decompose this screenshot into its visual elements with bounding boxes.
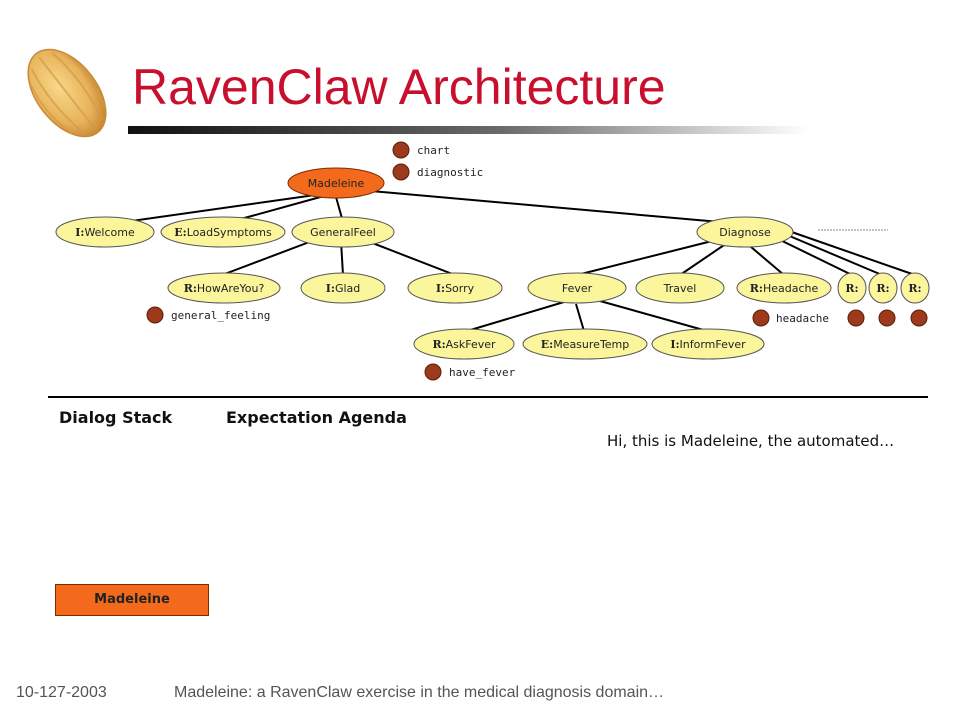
node-r2[interactable]: R: xyxy=(868,272,898,304)
concept-diagnostic-label: diagnostic xyxy=(417,166,483,179)
node-askfever-prefix: R: xyxy=(432,338,445,351)
node-welcome-prefix: I: xyxy=(75,226,84,239)
node-measuretemp-label: MeasureTemp xyxy=(553,338,629,351)
node-measuretemp[interactable]: E:MeasureTemp xyxy=(522,328,648,360)
node-welcome[interactable]: I:Welcome xyxy=(55,216,155,248)
svg-text:R:HowAreYou?: R:HowAreYou? xyxy=(184,282,265,295)
svg-text:I:InformFever: I:InformFever xyxy=(670,338,746,351)
node-madeleine[interactable]: Madeleine xyxy=(287,167,385,199)
concept-headache: headache xyxy=(752,309,829,327)
concept-general-feeling: general_feeling xyxy=(146,306,270,324)
node-r1-prefix: R: xyxy=(845,282,858,295)
node-madeleine-label: Madeleine xyxy=(308,177,365,190)
system-utterance: Hi, this is Madeleine, the automated… xyxy=(607,432,895,450)
node-generalfeel-label: GeneralFeel xyxy=(310,226,376,239)
node-loadsymptoms-prefix: E: xyxy=(174,226,186,239)
node-sorry[interactable]: I:Sorry xyxy=(407,272,503,304)
svg-text:R:: R: xyxy=(908,282,921,295)
svg-text:E:LoadSymptoms: E:LoadSymptoms xyxy=(174,226,272,239)
node-informfever-prefix: I: xyxy=(670,338,679,351)
node-measuretemp-prefix: E: xyxy=(541,338,553,351)
concept-have-fever: have_fever xyxy=(424,363,516,381)
concept-r3 xyxy=(910,309,928,327)
concept-headache-label: headache xyxy=(776,312,829,325)
svg-text:R:Headache: R:Headache xyxy=(750,282,819,295)
title-underline xyxy=(128,126,808,134)
node-headache[interactable]: R:Headache xyxy=(736,272,832,304)
node-diagnose[interactable]: Diagnose xyxy=(696,216,794,248)
node-loadsymptoms-label: LoadSymptoms xyxy=(187,226,272,239)
svg-text:R:AskFever: R:AskFever xyxy=(432,338,496,351)
svg-text:R:: R: xyxy=(845,282,858,295)
svg-text:I:Glad: I:Glad xyxy=(326,282,361,295)
node-askfever[interactable]: R:AskFever xyxy=(413,328,515,360)
node-r1[interactable]: R: xyxy=(837,272,867,304)
concept-r1 xyxy=(847,309,865,327)
node-generalfeel[interactable]: GeneralFeel xyxy=(291,216,395,248)
concept-r2 xyxy=(878,309,896,327)
expectation-agenda-heading: Expectation Agenda xyxy=(226,408,407,427)
slide-title: RavenClaw Architecture xyxy=(132,59,666,115)
concept-general-feeling-label: general_feeling xyxy=(171,309,270,322)
dialog-stack-heading: Dialog Stack xyxy=(59,408,173,427)
node-loadsymptoms[interactable]: E:LoadSymptoms xyxy=(160,216,286,248)
node-r3-prefix: R: xyxy=(908,282,921,295)
concept-diagnostic: diagnostic xyxy=(392,163,483,181)
node-travel-label: Travel xyxy=(663,282,697,295)
tree-edges xyxy=(123,189,916,332)
concept-chart: chart xyxy=(392,141,450,159)
svg-text:R:: R: xyxy=(876,282,889,295)
node-fever[interactable]: Fever xyxy=(527,272,627,304)
svg-text:E:MeasureTemp: E:MeasureTemp xyxy=(541,338,630,351)
node-glad[interactable]: I:Glad xyxy=(300,272,386,304)
concept-have-fever-label: have_fever xyxy=(449,366,516,379)
node-headache-label: Headache xyxy=(763,282,819,295)
node-r2-prefix: R: xyxy=(876,282,889,295)
node-r3[interactable]: R: xyxy=(900,272,930,304)
section-divider xyxy=(48,396,928,398)
node-headache-prefix: R: xyxy=(750,282,763,295)
node-howareyou-label: HowAreYou? xyxy=(197,282,265,295)
node-howareyou[interactable]: R:HowAreYou? xyxy=(167,272,281,304)
node-fever-label: Fever xyxy=(562,282,593,295)
node-travel[interactable]: Travel xyxy=(635,272,725,304)
dialog-stack-item-madeleine[interactable]: Madeleine xyxy=(55,584,209,616)
footer-date: 10-127-2003 xyxy=(16,684,107,701)
footer-text: Madeleine: a RavenClaw exercise in the m… xyxy=(174,684,665,701)
node-sorry-label: Sorry xyxy=(445,282,475,295)
node-informfever-label: InformFever xyxy=(680,338,747,351)
madeleine-cookie-icon xyxy=(27,48,107,138)
node-welcome-label: Welcome xyxy=(84,226,135,239)
task-tree: Madeleine I:Welcome E:LoadSymptoms Gener… xyxy=(55,141,930,381)
svg-text:I:Sorry: I:Sorry xyxy=(436,282,475,295)
node-glad-prefix: I: xyxy=(326,282,335,295)
svg-text:I:Welcome: I:Welcome xyxy=(75,226,135,239)
node-askfever-label: AskFever xyxy=(446,338,496,351)
node-diagnose-label: Diagnose xyxy=(719,226,771,239)
node-informfever[interactable]: I:InformFever xyxy=(651,328,765,360)
node-glad-label: Glad xyxy=(335,282,360,295)
node-sorry-prefix: I: xyxy=(436,282,445,295)
node-howareyou-prefix: R: xyxy=(184,282,197,295)
concept-chart-label: chart xyxy=(417,144,450,157)
